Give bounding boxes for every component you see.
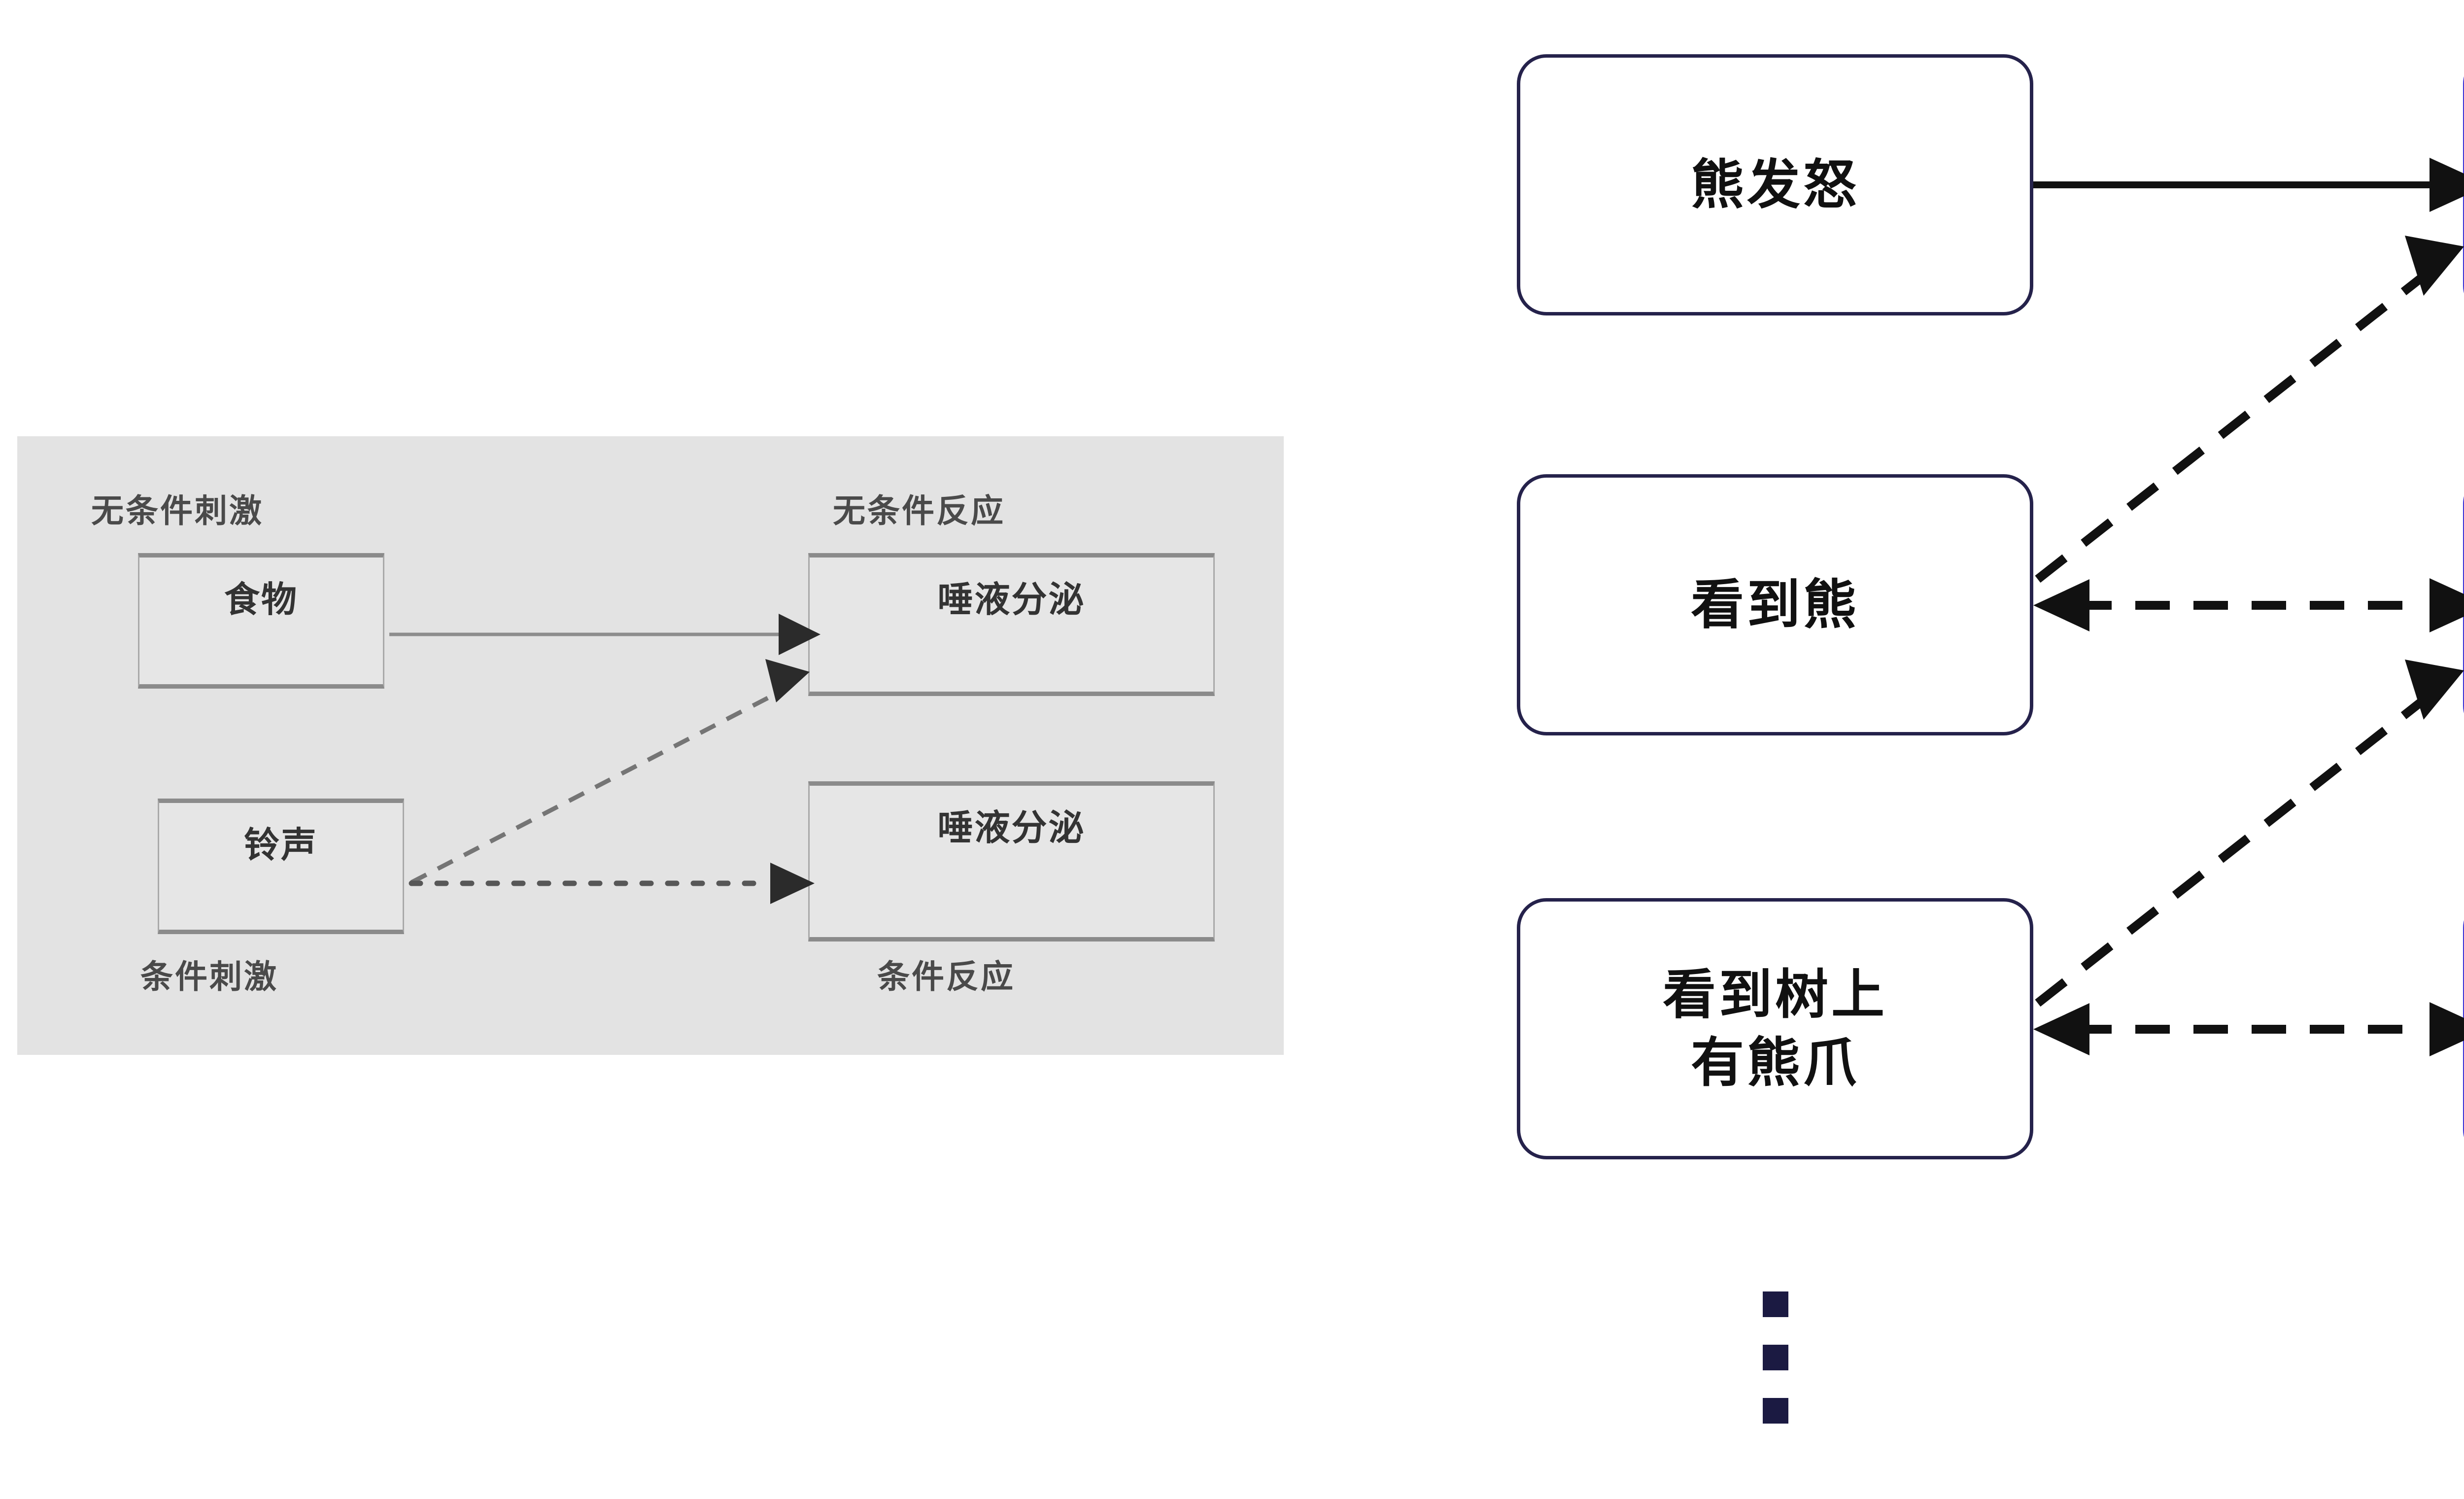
conditioning-arrows xyxy=(389,614,821,904)
ellipsis-left-column xyxy=(1763,1291,1788,1424)
classical-conditioning-panel: 无条件刺激 无条件反应 条件刺激 条件反应 食物 铃声 唾液分泌 唾液分泌 xyxy=(17,436,1284,1055)
arrowhead-solid-reward xyxy=(2430,158,2464,212)
label-conditioned-response: 条件反应 xyxy=(877,958,1015,995)
node-see-bear-claw[interactable]: 看到树上 有熊爪 xyxy=(1517,898,2033,1159)
label-unconditioned-response: 无条件反应 xyxy=(833,492,1005,529)
box-food: 食物 xyxy=(138,553,384,689)
label-conditioned-stimulus: 条件刺激 xyxy=(140,958,278,995)
node-bear-angry[interactable]: 熊发怒 xyxy=(1517,54,2033,315)
arrowhead-dashed-vsprime-diag xyxy=(2405,660,2464,720)
ellipsis-dot xyxy=(1763,1345,1788,1370)
arrowhead-dashed-vsprime-right xyxy=(2430,578,2464,632)
box-bell: 铃声 xyxy=(158,799,404,934)
box-salivation-bottom-label: 唾液分泌 xyxy=(937,808,1086,848)
box-bell-label: 铃声 xyxy=(243,826,318,865)
arrowhead-dashed-reward xyxy=(2405,236,2464,296)
box-food-label: 食物 xyxy=(224,580,298,620)
label-unconditioned-stimulus: 无条件刺激 xyxy=(91,492,264,529)
ellipsis-dot xyxy=(1763,1291,1788,1317)
box-salivation-bottom: 唾液分泌 xyxy=(808,781,1215,941)
box-salivation-top: 唾液分泌 xyxy=(808,553,1215,696)
node-bear-angry-label: 熊发怒 xyxy=(1690,154,1859,214)
node-see-bear[interactable]: 看到熊 xyxy=(1517,474,2033,735)
box-salivation-top-label: 唾液分泌 xyxy=(937,580,1086,620)
arrowhead-dashed-claw-left xyxy=(2033,1003,2089,1055)
node-see-bear-claw-label: 看到树上 有熊爪 xyxy=(1662,964,1887,1092)
arrowhead-dashed-vs-right xyxy=(2430,1002,2464,1056)
arrowhead-dashed-seebear-left xyxy=(2033,579,2089,631)
node-see-bear-label: 看到熊 xyxy=(1690,574,1859,634)
ellipsis-dot xyxy=(1763,1398,1788,1424)
